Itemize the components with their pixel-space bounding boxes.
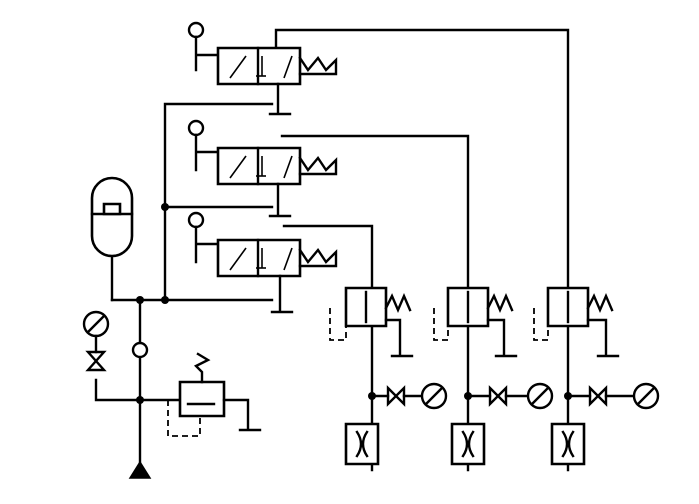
pressure-valve-1	[330, 288, 412, 356]
directional-valve-3	[189, 213, 336, 312]
directional-valve-2	[189, 121, 336, 216]
line-indicator	[133, 343, 147, 357]
junction-dots	[136, 203, 572, 404]
pressure-valve-2	[434, 288, 516, 356]
throttle-valve-2	[452, 424, 484, 464]
signal-lines	[276, 30, 568, 470]
pressure-valve-3	[534, 288, 618, 356]
branch-3	[568, 384, 658, 408]
accumulator	[92, 178, 132, 256]
shutoff-valve-left	[88, 352, 104, 370]
pressure-gauge-left	[84, 312, 108, 352]
branch-1	[372, 384, 446, 408]
pressure-source	[130, 462, 150, 478]
branch-2	[468, 384, 552, 408]
directional-valve-1	[189, 23, 336, 114]
pressure-relief-valve	[168, 354, 260, 436]
throttle-valve-3	[552, 424, 584, 464]
throttle-valve-1	[346, 424, 378, 464]
